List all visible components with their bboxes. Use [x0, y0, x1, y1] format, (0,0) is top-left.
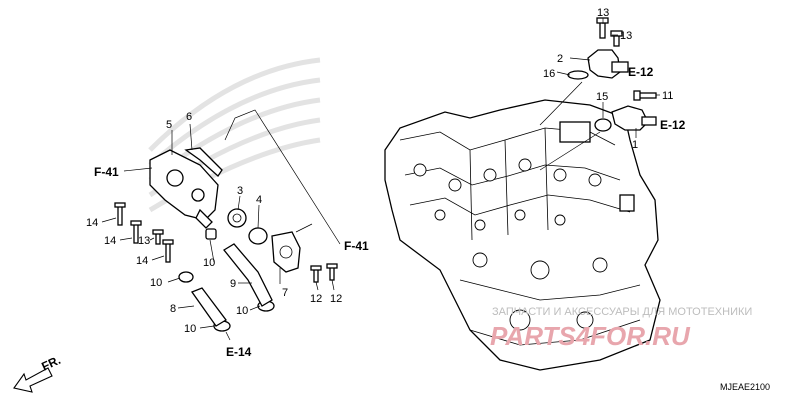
callout-10-c: 10 [236, 305, 248, 317]
callout-8: 8 [170, 303, 176, 315]
callout-13-right: 13 [620, 30, 632, 42]
callout-14-a: 14 [86, 217, 98, 229]
seal-15 [594, 118, 612, 132]
bolt-13-left [152, 229, 164, 245]
bolt-13-right [610, 30, 623, 47]
gasket-6 [184, 147, 223, 177]
bolt-14-a [114, 202, 126, 226]
clamp-10-a [178, 271, 194, 283]
callout-10-d: 10 [184, 323, 196, 335]
hose-9 [223, 243, 273, 307]
callout-13-left: 13 [138, 235, 150, 247]
o-ring-4 [248, 227, 268, 245]
ref-e14: E-14 [226, 345, 252, 359]
thermostat-3 [227, 208, 247, 228]
water-joint-2 [587, 49, 629, 79]
callout-5: 5 [166, 119, 172, 131]
callout-6: 6 [186, 111, 192, 123]
callout-2: 2 [557, 53, 563, 65]
callout-13-top: 13 [597, 7, 609, 19]
o-ring-16 [567, 70, 589, 80]
callout-9: 9 [230, 278, 236, 290]
leader-lines-right [539, 18, 660, 171]
callout-16: 16 [543, 68, 555, 80]
diagram-code: MJEAE2100 [720, 382, 770, 392]
callout-12-b: 12 [330, 293, 342, 305]
thermostat-cover-7 [271, 231, 301, 273]
callout-1: 1 [632, 139, 638, 151]
ref-e12-top: E-12 [628, 65, 654, 79]
front-label: FR. [39, 353, 62, 374]
callout-7: 7 [282, 287, 288, 299]
callout-10-b: 10 [203, 257, 215, 269]
ref-f41-right: F-41 [344, 239, 369, 253]
callout-14-c: 14 [136, 255, 148, 267]
ref-f41-left: F-41 [94, 165, 119, 179]
callout-12-a: 12 [310, 293, 322, 305]
leader-lines-left [101, 109, 341, 341]
callout-14-b: 14 [104, 235, 116, 247]
front-direction-arrow-icon [13, 367, 53, 393]
callout-15: 15 [596, 91, 608, 103]
callout-3: 3 [237, 185, 243, 197]
callout-11: 11 [662, 90, 673, 102]
hose-8 [190, 287, 227, 327]
engine-block [384, 99, 661, 371]
water-outlet-1 [611, 105, 657, 131]
bolt-14-b [130, 220, 142, 244]
thermostat-housing-5 [149, 149, 219, 229]
callout-4: 4 [256, 194, 262, 206]
watermark-brand: PARTS4FOR.RU [490, 321, 691, 351]
bolt-12-a [310, 265, 322, 283]
bolt-11 [633, 90, 657, 101]
watermark-tagline: ЗАПЧАСТИ И АКСЕССУАРЫ ДЛЯ МОТОТЕХНИКИ [492, 306, 752, 318]
clamp-10-b [205, 228, 217, 240]
bolt-12-b [326, 263, 338, 281]
bolt-13-top [596, 17, 609, 39]
callout-10-a: 10 [150, 277, 162, 289]
ref-e12-mid: E-12 [660, 118, 686, 132]
bolt-14-c [162, 239, 174, 263]
